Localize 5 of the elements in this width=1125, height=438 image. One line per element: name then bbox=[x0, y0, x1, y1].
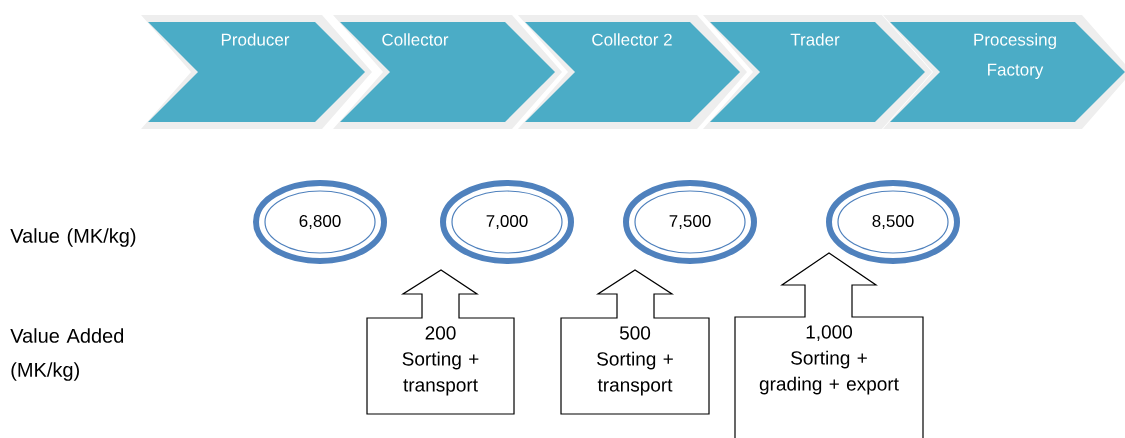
callout-box: 200 Sorting + transport bbox=[366, 269, 515, 415]
row-label: Value (MK/kg) bbox=[10, 228, 136, 247]
callout-box: 1,000 Sorting + grading + export bbox=[734, 252, 924, 438]
callout-box: 500 Sorting + transport bbox=[560, 269, 710, 415]
row-label: Value Added (MK/kg) bbox=[10, 328, 124, 381]
